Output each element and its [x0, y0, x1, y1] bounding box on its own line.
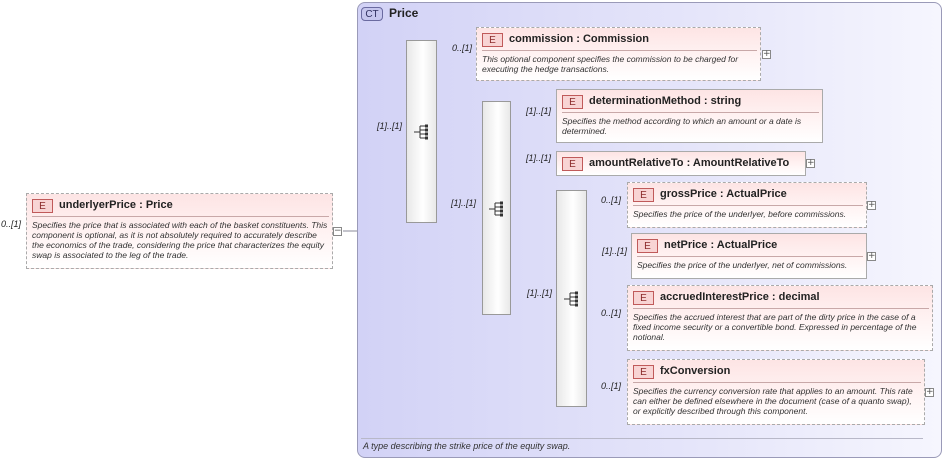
sequence-icon	[564, 291, 578, 307]
element-name: accruedInterestPrice : decimal	[660, 291, 820, 303]
element-name: underlyerPrice : Price	[59, 199, 173, 211]
sequence-compositor[interactable]	[406, 40, 437, 223]
element-name: grossPrice : ActualPrice	[660, 188, 787, 200]
element-name: amountRelativeTo : AmountRelativeTo	[589, 157, 790, 169]
element-cardinality: [1]..[1]	[602, 246, 628, 256]
element-cardinality: 0..[1]	[601, 381, 622, 391]
element-cardinality: 0..[1]	[601, 308, 622, 318]
element-description: Specifies the method according to which …	[562, 116, 802, 136]
divider	[633, 308, 929, 309]
sequence-cardinality: [1]..[1]	[451, 198, 477, 208]
element-cardinality: 0..[1]	[601, 195, 622, 205]
sequence-icon	[414, 124, 428, 140]
divider	[633, 205, 863, 206]
element-badge: E	[482, 33, 503, 47]
element-badge: E	[637, 239, 658, 253]
element-commission[interactable]: E commission : Commission This optional …	[476, 27, 761, 81]
element-name: determinationMethod : string	[589, 95, 742, 107]
collapse-icon[interactable]: −	[333, 226, 342, 236]
element-cardinality: [1]..[1]	[526, 106, 552, 116]
complex-type-description: A type describing the strike price of th…	[363, 441, 571, 451]
divider	[562, 112, 819, 113]
expand-icon[interactable]: +	[867, 251, 876, 261]
expand-icon[interactable]: +	[925, 387, 934, 397]
expand-icon[interactable]: +	[806, 158, 815, 168]
element-name: commission : Commission	[509, 33, 649, 45]
divider	[637, 256, 863, 257]
element-description: Specifies the price of the underlyer, be…	[633, 209, 847, 219]
root-cardinality: 0..[1]	[1, 219, 22, 229]
element-cardinality: [1]..[1]	[526, 153, 552, 163]
element-description: Specifies the currency conversion rate t…	[633, 386, 913, 416]
sequence-cardinality: [1]..[1]	[377, 121, 403, 131]
element-description: Specifies the accrued interest that are …	[633, 312, 917, 342]
element-determination-method[interactable]: E determinationMethod : string Specifies…	[556, 89, 823, 143]
sequence-icon	[489, 201, 503, 217]
sequence-compositor[interactable]	[556, 190, 587, 407]
expand-icon[interactable]: +	[867, 200, 876, 210]
element-badge: E	[633, 188, 654, 202]
sequence-compositor[interactable]	[482, 101, 511, 315]
element-description: This optional component specifies the co…	[482, 54, 739, 74]
complex-type-badge: CT	[361, 7, 383, 21]
element-accrued-interest-price[interactable]: E accruedInterestPrice : decimal Specifi…	[627, 285, 933, 351]
complex-type-name: Price	[389, 6, 419, 20]
element-amount-relative-to[interactable]: E amountRelativeTo : AmountRelativeTo	[556, 151, 806, 176]
element-net-price[interactable]: E netPrice : ActualPrice Specifies the p…	[631, 233, 867, 279]
element-badge: E	[633, 365, 654, 379]
element-badge: E	[32, 199, 53, 213]
sequence-cardinality: [1]..[1]	[527, 288, 553, 298]
element-underlyer-price[interactable]: E underlyerPrice : Price Specifies the p…	[26, 193, 333, 269]
element-name: fxConversion	[660, 365, 731, 377]
element-fx-conversion[interactable]: E fxConversion Specifies the currency co…	[627, 359, 925, 425]
element-badge: E	[562, 157, 583, 171]
divider	[361, 438, 923, 439]
element-name: netPrice : ActualPrice	[664, 239, 778, 251]
element-badge: E	[562, 95, 583, 109]
divider	[482, 50, 757, 51]
element-description: Specifies the price of the underlyer, ne…	[637, 260, 848, 270]
divider	[633, 382, 921, 383]
element-badge: E	[633, 291, 654, 305]
element-gross-price[interactable]: E grossPrice : ActualPrice Specifies the…	[627, 182, 867, 228]
divider	[32, 216, 329, 217]
element-cardinality: 0..[1]	[452, 43, 473, 53]
expand-icon[interactable]: +	[762, 49, 771, 59]
element-description: Specifies the price that is associated w…	[32, 220, 328, 260]
